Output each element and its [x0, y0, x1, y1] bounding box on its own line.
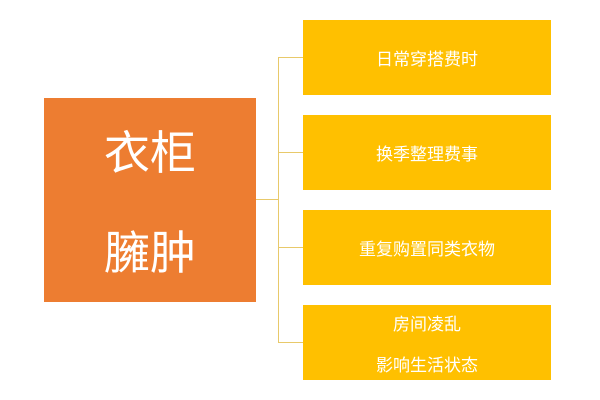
connector-branch [278, 247, 303, 248]
root-label-line2: 臃肿 [104, 226, 196, 280]
item-label: 换季整理费事 [376, 145, 478, 165]
item-node: 日常穿搭费时 [303, 20, 551, 95]
root-node: 衣柜 臃肿 [44, 98, 256, 302]
item-node: 换季整理费事 [303, 115, 551, 190]
item-node: 重复购置同类衣物 [303, 210, 551, 285]
item-label: 房间凌乱 [393, 314, 461, 335]
root-label-line1: 衣柜 [104, 126, 196, 180]
item-label: 重复购置同类衣物 [359, 240, 495, 260]
item-label-line2: 影响生活状态 [376, 355, 478, 376]
connector-trunk [256, 199, 278, 200]
item-node: 房间凌乱影响生活状态 [303, 305, 551, 380]
connector-branch [278, 57, 303, 58]
item-label: 日常穿搭费时 [376, 50, 478, 70]
connector-spine [278, 57, 279, 342]
connector-branch [278, 152, 303, 153]
connector-branch [278, 342, 303, 343]
